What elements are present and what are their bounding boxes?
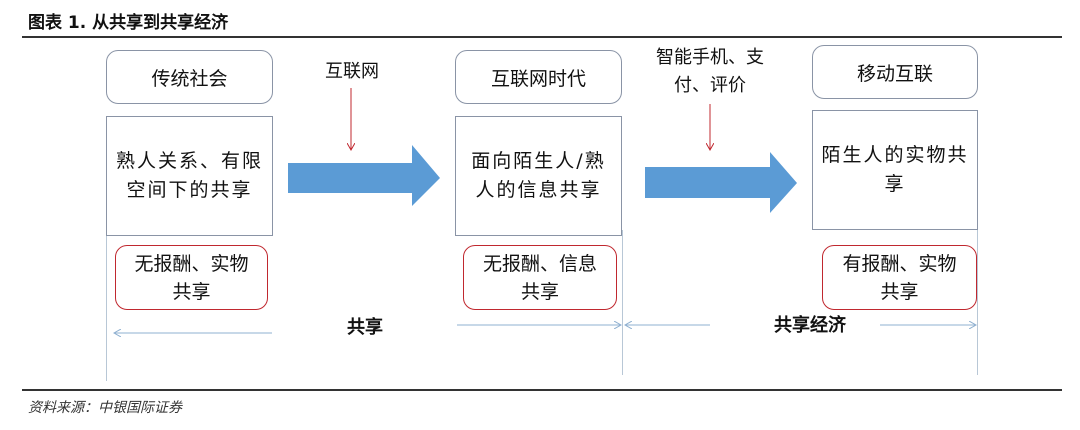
stage-reward-internet: 无报酬、信息共享 (463, 245, 617, 310)
stage-header-traditional: 传统社会 (106, 50, 273, 104)
span-label-sharing: 共享 (347, 317, 383, 338)
stage-body-internet: 面向陌生人/熟人的信息共享 (455, 116, 622, 236)
stage-header-mobile: 移动互联 (812, 45, 978, 99)
divider-line (977, 230, 978, 375)
span-label-sharing-economy: 共享经济 (774, 315, 846, 336)
stage-body-traditional: 熟人关系、有限空间下的共享 (106, 116, 273, 236)
stage-header-internet: 互联网时代 (455, 50, 622, 104)
stage-reward-traditional: 无报酬、实物共享 (115, 245, 268, 310)
top-rule (22, 36, 1062, 38)
bottom-rule (22, 389, 1062, 391)
driver-label-mobile: 智能手机、支付、评价 (656, 47, 764, 96)
stage-reward-mobile: 有报酬、实物共享 (822, 245, 977, 310)
big-arrow-2 (645, 152, 797, 213)
stage-body-mobile: 陌生人的实物共享 (812, 110, 978, 230)
driver-label-internet: 互联网 (325, 61, 379, 82)
big-arrow-1 (288, 145, 440, 206)
divider-line (622, 230, 623, 375)
divider-line (106, 236, 107, 381)
source-note: 资料来源：中银国际证券 (28, 400, 182, 416)
figure-title: 图表 1. 从共享到共享经济 (28, 13, 229, 33)
